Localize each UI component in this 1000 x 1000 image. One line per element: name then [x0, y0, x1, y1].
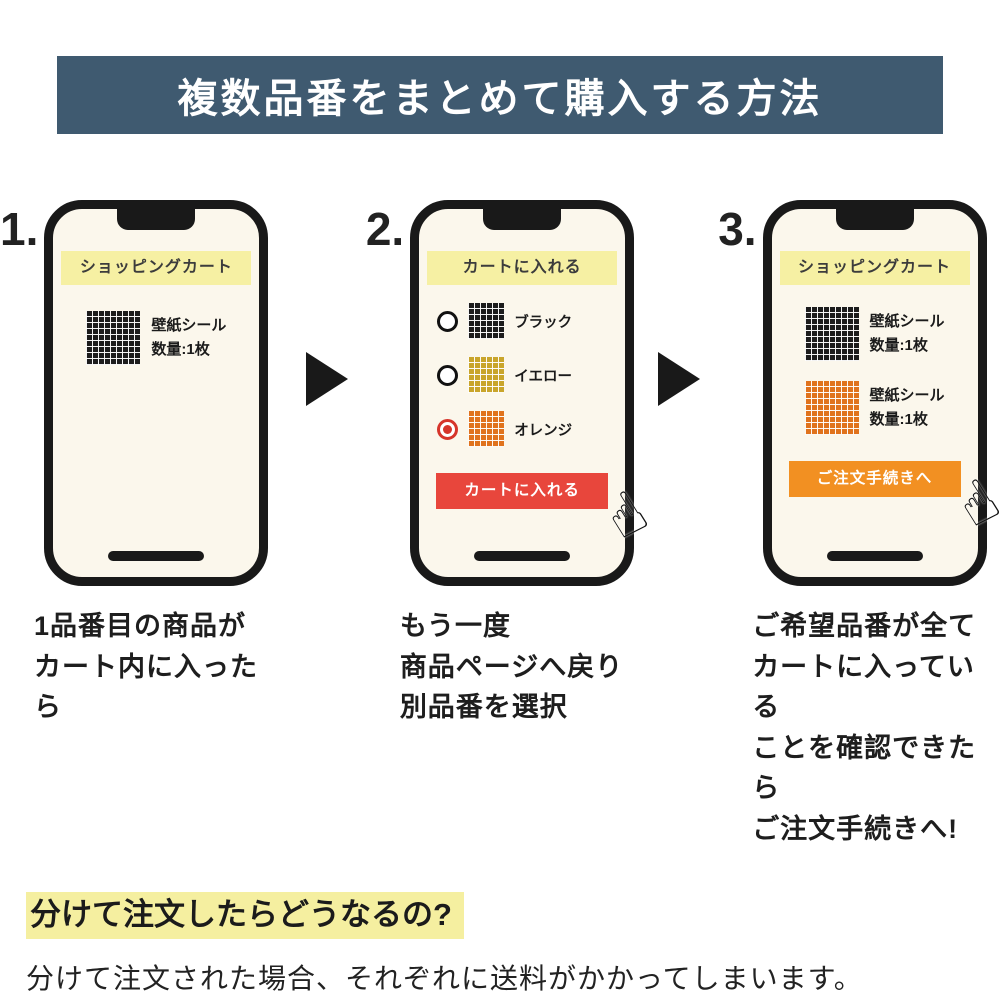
- product-screen-title: カートに入れる: [427, 251, 618, 285]
- home-indicator: [826, 551, 923, 561]
- hand-cursor-icon: ☝: [946, 466, 1000, 541]
- step-1: 1. ショッピングカート 壁紙シール 数量:1枚 1品番目の商品が カート内に入…: [0, 200, 282, 849]
- color-option-label: ブラック: [514, 314, 573, 331]
- phone-3: ショッピングカート 壁紙シール 数量:1枚 壁紙シール 数量:1枚 ご注文手続き…: [762, 200, 1000, 586]
- cart-screen-title: ショッピングカート: [61, 251, 252, 285]
- home-indicator: [108, 551, 205, 561]
- phone-notch: [117, 209, 196, 230]
- add-to-cart-button: カートに入れる: [436, 473, 609, 509]
- radio-button: [437, 310, 459, 332]
- step-2-number: 2.: [365, 203, 405, 255]
- step-2: 2. カートに入れる ブラック イエロー: [365, 200, 658, 849]
- arrow-right-icon: [305, 352, 348, 406]
- steps-row: 1. ショッピングカート 壁紙シール 数量:1枚 1品番目の商品が カート内に入…: [0, 200, 1000, 849]
- checkout-button: ご注文手続きへ: [788, 461, 961, 497]
- phone-notch: [835, 209, 914, 230]
- home-indicator: [474, 551, 571, 561]
- color-option-black: ブラック: [437, 303, 625, 339]
- product-swatch-black: [468, 303, 505, 339]
- color-option-label: オレンジ: [514, 422, 573, 439]
- cart-item: 壁紙シール 数量:1枚: [772, 307, 978, 361]
- checkout-button-wrap: ご注文手続きへ ☝: [788, 461, 1000, 540]
- product-swatch-black: [86, 311, 141, 365]
- arrow-right-icon: [658, 352, 701, 406]
- phone-1: ショッピングカート 壁紙シール 数量:1枚: [44, 200, 269, 586]
- cart-item: 壁紙シール 数量:1枚: [53, 311, 259, 365]
- product-swatch-black: [804, 307, 859, 361]
- step-2-caption: もう一度 商品ページへ戻り 別品番を選択: [399, 611, 624, 722]
- color-option-yellow: イエロー: [437, 357, 625, 393]
- step-3: 3. ショッピングカート 壁紙シール 数量:1枚 壁紙シール 数量:1枚 ご注文…: [718, 200, 1000, 849]
- step-3-number: 3.: [718, 203, 757, 255]
- footer-note: 分けて注文したらどうなるの? 分けて注文された場合、それぞれに送料がかかってしま…: [26, 889, 1000, 1000]
- product-swatch-yellow: [468, 357, 505, 393]
- step-1-number: 1.: [0, 203, 39, 255]
- hand-cursor-icon: ☝: [594, 478, 659, 553]
- header-banner: 複数品番をまとめて購入する方法: [57, 56, 943, 134]
- add-to-cart-button-wrap: カートに入れる ☝: [436, 473, 658, 552]
- radio-button-selected: [437, 418, 459, 440]
- step-1-caption: 1品番目の商品が カート内に入ったら: [34, 611, 258, 722]
- page-title: 複数品番をまとめて購入する方法: [177, 77, 823, 121]
- footer-heading: 分けて注文したらどうなるの?: [26, 889, 1000, 939]
- product-swatch-orange: [804, 381, 859, 435]
- color-option-orange: オレンジ: [437, 411, 625, 447]
- step-3-caption: ご希望品番が全て カートに入っている ことを確認できたら ご注文手続きへ!: [752, 611, 977, 844]
- highlighted-heading: 分けて注文したらどうなるの?: [26, 892, 464, 939]
- phone-2: カートに入れる ブラック イエロー オレンジ: [410, 200, 658, 586]
- cart-item-text: 壁紙シール 数量:1枚: [869, 313, 945, 354]
- cart-item: 壁紙シール 数量:1枚: [772, 381, 978, 435]
- cart-screen-title: ショッピングカート: [779, 251, 970, 285]
- product-swatch-orange: [468, 411, 505, 447]
- phone-notch: [483, 209, 562, 230]
- footer-body-text: 分けて注文された場合、それぞれに送料がかかってしまいます。 また、注文後におまと…: [26, 963, 863, 994]
- radio-button: [437, 364, 459, 386]
- color-option-label: イエロー: [514, 368, 573, 385]
- cart-item-text: 壁紙シール 数量:1枚: [151, 317, 227, 358]
- cart-item-text: 壁紙シール 数量:1枚: [869, 387, 945, 428]
